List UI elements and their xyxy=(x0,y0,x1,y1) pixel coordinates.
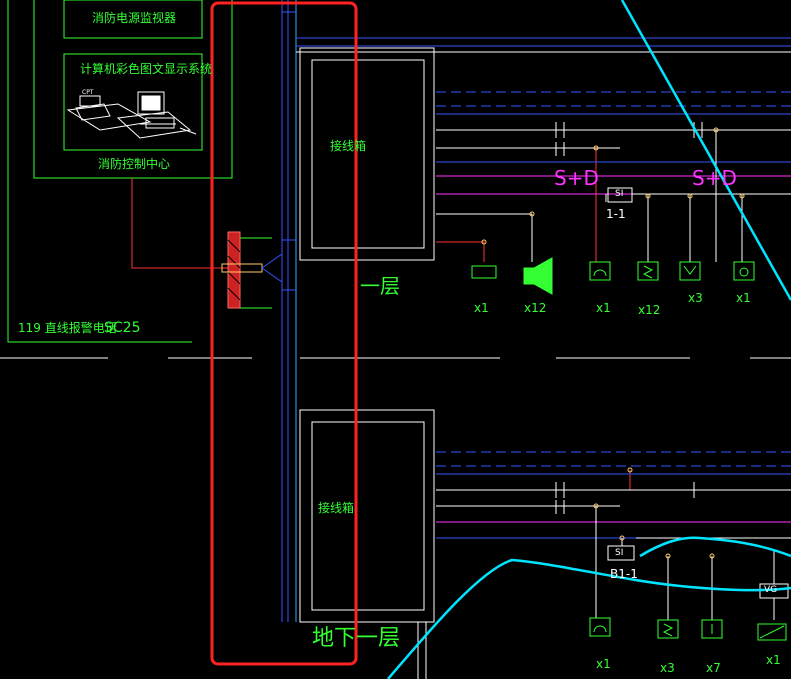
vg-label: VG xyxy=(764,585,778,595)
basement-device-valve xyxy=(757,623,787,641)
cyan-curves xyxy=(387,0,791,679)
floor1-lines xyxy=(436,91,791,262)
si-bottom-label: SI xyxy=(615,548,624,558)
basement-device-bell xyxy=(589,617,611,637)
floor1-label: 一层 xyxy=(360,274,400,298)
cpt-label: CPT xyxy=(82,89,94,96)
floor1-device-heat xyxy=(733,261,755,281)
floor1-device-bell xyxy=(589,261,611,281)
floor1-count-2: x12 xyxy=(524,301,547,315)
si-top-label: SI xyxy=(615,189,624,199)
basement-count-2: x3 xyxy=(660,661,675,675)
floor1-count-4: x12 xyxy=(638,303,661,317)
control-center-label: 消防控制中心 xyxy=(98,157,171,171)
red-wiring xyxy=(131,148,631,490)
junction-dots xyxy=(481,127,745,559)
junction-boxes xyxy=(299,47,435,623)
basement-lines xyxy=(417,451,791,679)
top-bus-lines xyxy=(296,37,791,53)
vertical-risers xyxy=(281,0,297,622)
floor1-devices xyxy=(471,187,755,295)
basement-device-manual xyxy=(701,619,723,639)
floor1-device-smoke xyxy=(679,261,701,281)
basement-count-4: x1 xyxy=(766,653,781,667)
si-bottom-sub-label: B1-1 xyxy=(610,567,638,581)
basement-devices xyxy=(589,545,789,641)
sc25-label: SC25 xyxy=(104,320,141,336)
basement-count-1: x1 xyxy=(596,657,611,671)
highlight-rectangle xyxy=(210,1,358,666)
floor1-count-5: x3 xyxy=(688,291,703,305)
floor1-count-6: x1 xyxy=(736,291,751,305)
basement1-label: 地下一层 xyxy=(312,626,401,651)
basement-count-3: x7 xyxy=(706,661,721,675)
control-center-frames xyxy=(7,0,233,343)
si-top-sub-label: 1-1 xyxy=(606,207,626,221)
floor1-count-1: x1 xyxy=(474,301,489,315)
junction-box-top-label: 接线箱 xyxy=(330,139,367,153)
computer-illustration xyxy=(66,91,197,139)
floor1-count-3: x1 xyxy=(596,301,611,315)
floor1-device-module xyxy=(471,265,497,279)
sd-label-2: S+D xyxy=(692,166,737,190)
computer-display-label: 计算机彩色图文显示系统 xyxy=(80,62,213,76)
floor1-device-flow xyxy=(637,261,659,281)
sd-label-1: S+D xyxy=(554,166,599,190)
junction-box-bottom-label: 接线箱 xyxy=(318,501,355,515)
floor1-device-speaker xyxy=(523,257,553,295)
fire-monitor-label: 消防电源监视器 xyxy=(92,11,177,25)
basement-device-flow xyxy=(657,619,679,639)
wall-penetration xyxy=(221,231,283,309)
hotline-label: 119 直线报警电话 xyxy=(18,321,117,335)
